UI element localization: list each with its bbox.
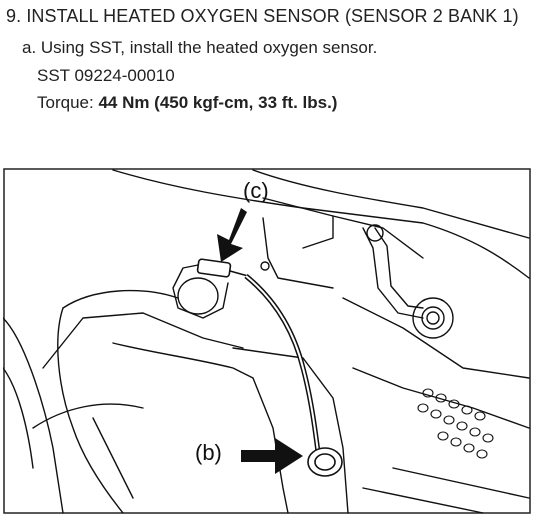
substep-instruction: a. Using SST, install the heated oxygen …: [22, 38, 378, 57]
oxygen-sensor: [307, 447, 343, 477]
callout-b-label: (b): [195, 440, 222, 465]
torque-value: 44 Nm (450 kgf-cm, 33 ft. lbs.): [98, 93, 338, 112]
installation-diagram: (c) (b): [3, 168, 531, 514]
step-title: 9. INSTALL HEATED OXYGEN SENSOR (SENSOR …: [6, 6, 519, 26]
arrow-b: [241, 438, 303, 474]
engine-components: [3, 169, 530, 514]
torque-spec: Torque: 44 Nm (450 kgf-cm, 33 ft. lbs.): [37, 93, 337, 113]
arrow-c: [217, 208, 247, 262]
sst-number: SST 09224-00010: [37, 66, 175, 85]
callout-c-label: (c): [243, 178, 269, 203]
torque-label: Torque:: [37, 93, 94, 112]
sensor-connector: [196, 258, 270, 278]
